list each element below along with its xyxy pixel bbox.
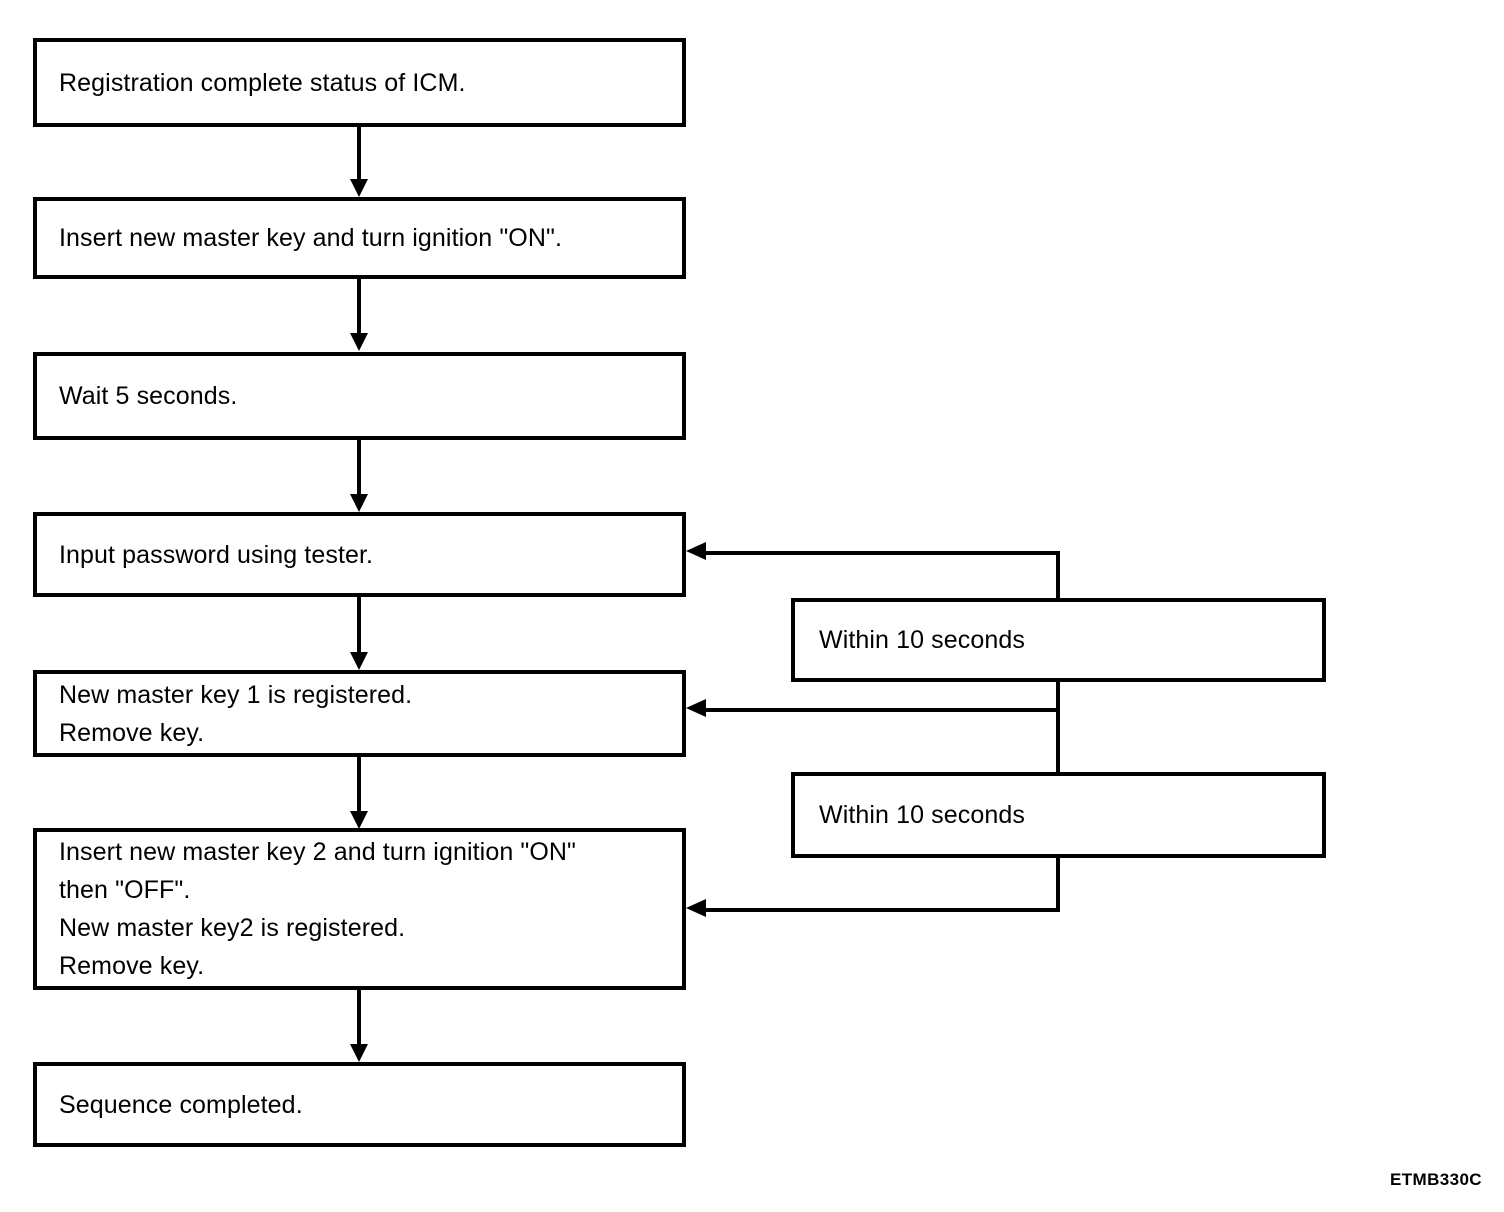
flow-box-label: Sequence completed. xyxy=(59,1090,303,1119)
flow-box-insert-master-key: Insert new master key and turn ignition … xyxy=(33,197,686,279)
flow-box-input-password: Input password using tester. xyxy=(33,512,686,597)
arrowhead-step3-step4 xyxy=(350,494,368,512)
flow-box-label: Registration complete status of ICM. xyxy=(59,68,466,97)
arrowhead-step4-step5 xyxy=(350,652,368,670)
flow-box-label: Insert new master key and turn ignition … xyxy=(59,224,563,252)
connector-step5-step6 xyxy=(357,757,361,812)
arrowhead-to-master-key-2 xyxy=(686,899,706,917)
connector-step1-step2 xyxy=(357,127,361,181)
connector-step4-step5 xyxy=(357,597,361,653)
note-box-within-10-seconds-2: Within 10 seconds xyxy=(791,772,1326,858)
figure-code-label: ETMB330C xyxy=(1389,1170,1482,1189)
feedback-line-to-master-key-2 xyxy=(706,908,1060,912)
note-box-label: Within 10 seconds xyxy=(819,626,1025,654)
note-box-label: Within 10 seconds xyxy=(819,801,1025,829)
arrowhead-step2-step3 xyxy=(350,333,368,351)
flow-box-master-key-1-registered: New master key 1 is registered. Remove k… xyxy=(33,670,686,757)
connector-step3-step4 xyxy=(357,440,361,495)
flow-box-master-key-2-registered: Insert new master key 2 and turn ignitio… xyxy=(33,828,686,990)
flow-box-registration-status: Registration complete status of ICM. xyxy=(33,38,686,127)
connector-step2-step3 xyxy=(357,279,361,334)
flow-box-label: Insert new master key 2 and turn ignitio… xyxy=(59,838,577,980)
feedback-line-to-master-key-1 xyxy=(706,708,1060,712)
note-box-within-10-seconds-1: Within 10 seconds xyxy=(791,598,1326,682)
flow-box-sequence-completed: Sequence completed. xyxy=(33,1062,686,1147)
flow-box-label: Wait 5 seconds. xyxy=(59,382,238,410)
feedback-line-to-input-password xyxy=(706,551,1060,555)
arrowhead-step6-step7 xyxy=(350,1044,368,1062)
flow-box-label: New master key 1 is registered. Remove k… xyxy=(59,680,413,747)
flow-box-label: Input password using tester. xyxy=(59,540,374,569)
feedback-spine-middle xyxy=(1056,682,1060,774)
arrowhead-to-master-key-1 xyxy=(686,699,706,717)
arrowhead-step5-step6 xyxy=(350,811,368,829)
feedback-spine-lower xyxy=(1056,858,1060,912)
arrowhead-step1-step2 xyxy=(350,179,368,197)
flow-box-wait-5-seconds: Wait 5 seconds. xyxy=(33,352,686,440)
arrowhead-to-input-password xyxy=(686,542,706,560)
connector-step6-step7 xyxy=(357,990,361,1045)
feedback-spine-upper xyxy=(1056,551,1060,600)
